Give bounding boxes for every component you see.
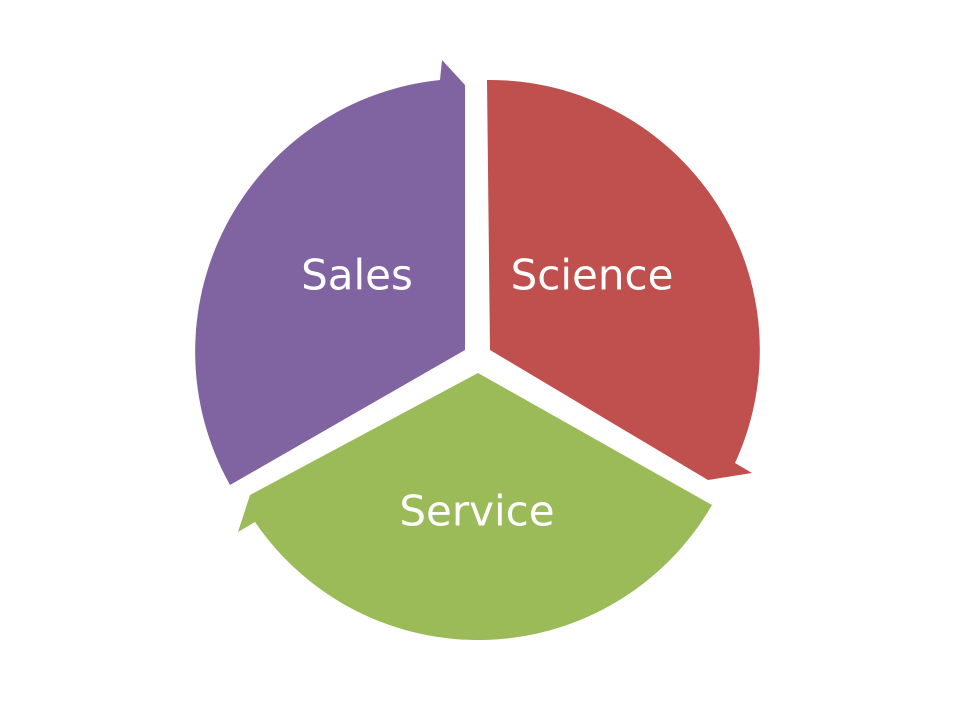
service-label: Service — [399, 487, 554, 536]
science-label: Science — [511, 251, 674, 300]
sales-segment — [195, 60, 466, 485]
service-segment — [238, 373, 712, 641]
science-segment — [487, 79, 760, 480]
sales-label: Sales — [301, 251, 413, 300]
